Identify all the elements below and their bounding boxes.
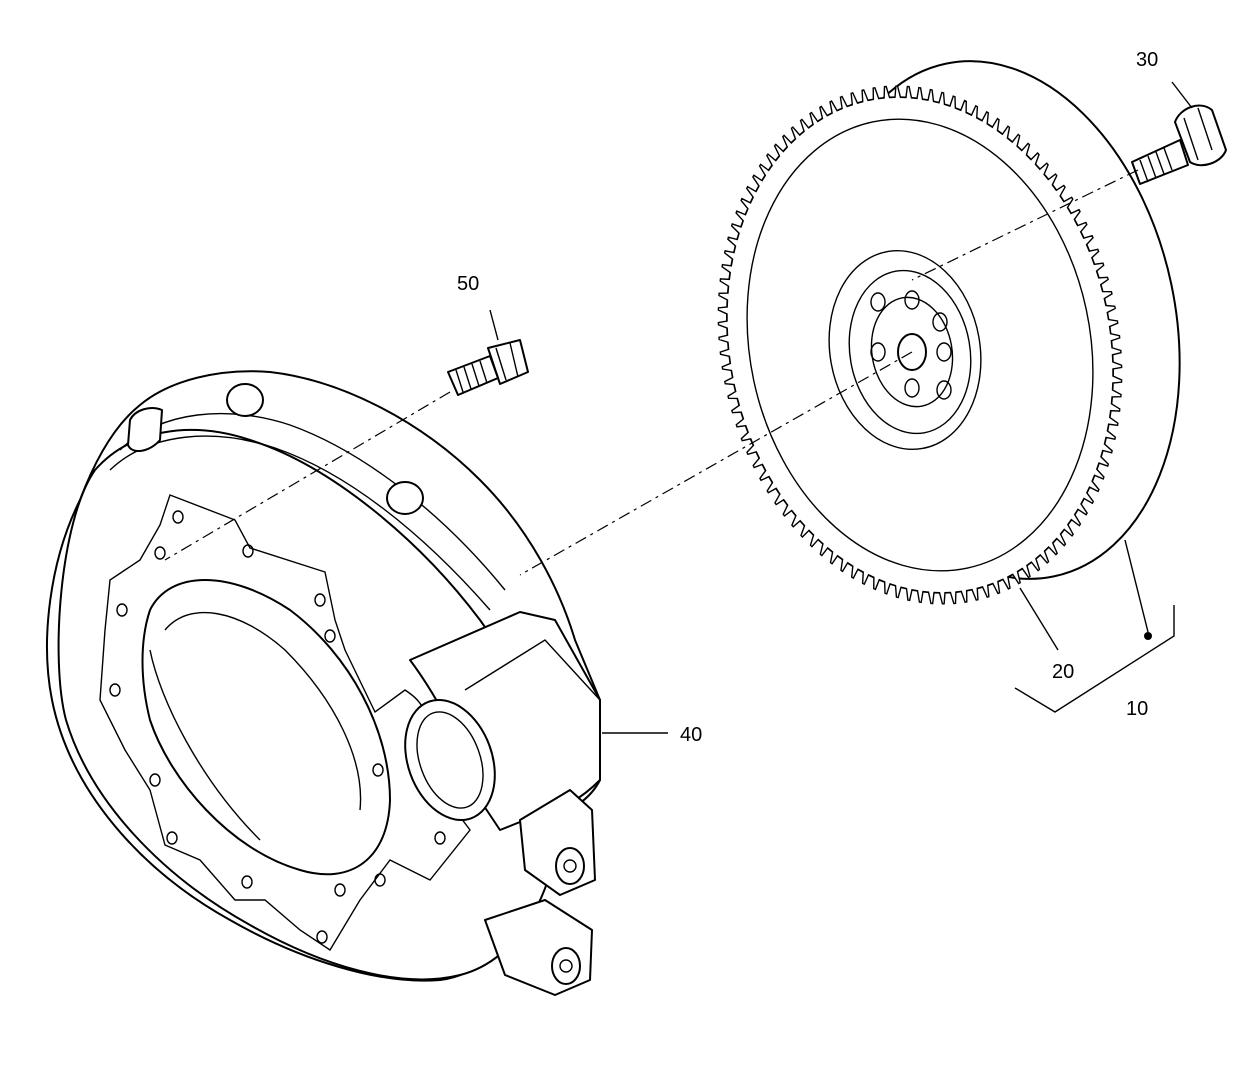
flywheel <box>717 60 1181 605</box>
housing-stud <box>447 309 529 396</box>
callout-20: 20 <box>1052 661 1074 683</box>
housing-bolt-holes <box>109 510 446 944</box>
assembly-center-lines <box>164 169 1139 576</box>
flywheel-housing <box>46 370 601 996</box>
starter-mount-boss <box>404 611 601 831</box>
housing-lower-lugs <box>484 789 596 996</box>
callout-40: 40 <box>680 724 702 746</box>
callout-leaders <box>602 539 1175 734</box>
callout-10: 10 <box>1126 698 1148 720</box>
flywheel-bolt <box>1131 81 1227 185</box>
callout-50: 50 <box>457 273 479 295</box>
callout-30: 30 <box>1136 49 1158 71</box>
